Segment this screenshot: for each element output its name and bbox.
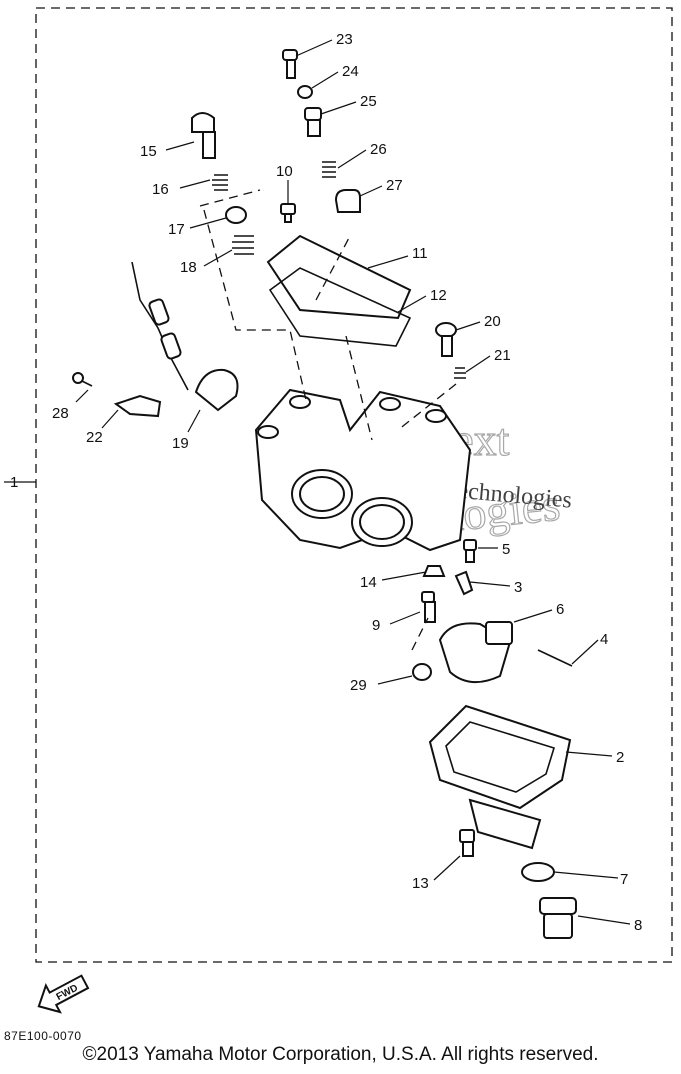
part-bracket-22 [113,394,162,418]
assembly-boundary [4,7,673,963]
callout-12: 12 [430,287,447,304]
callout-18: 18 [180,259,197,276]
callout-15: 15 [140,143,157,160]
part-collar-29 [412,663,432,681]
callout-5: 5 [502,541,510,558]
part-sensor-19 [131,261,239,412]
part-valve-3 [454,570,474,596]
part-screw-5 [463,539,477,563]
part-spring-21 [454,367,466,379]
callout-8: 8 [634,917,642,934]
callout-26: 26 [370,141,387,158]
callout-28: 28 [52,405,69,422]
part-screw-25 [304,107,322,137]
callout-20: 20 [484,313,501,330]
part-collar-17 [225,206,247,224]
callout-21: 21 [494,347,511,364]
callout-3: 3 [514,579,522,596]
callout-7: 7 [620,871,628,888]
callout-9: 9 [372,617,380,634]
part-screw-10 [280,203,296,223]
part-spring-26 [322,161,336,178]
part-cover-11 [266,234,412,320]
callout-16: 16 [152,181,169,198]
part-pin-4 [537,649,573,667]
callout-1: 1 [10,474,18,491]
callout-25: 25 [360,93,377,110]
part-washer-24 [297,85,313,99]
callout-13: 13 [412,875,429,892]
part-screw-28 [72,372,93,387]
callout-19: 19 [172,435,189,452]
leader-lines [75,39,631,925]
callout-6: 6 [556,601,564,618]
callout-10: 10 [276,163,293,180]
callout-27: 27 [386,177,403,194]
part-carburetor-body [254,388,472,552]
callout-2: 2 [616,749,624,766]
figure-code: 87E100-0070 [4,1029,82,1043]
callout-29: 29 [350,677,367,694]
part-screw-13 [459,829,475,857]
part-jet-9 [421,591,436,623]
callout-11: 11 [412,245,428,262]
callout-22: 22 [86,429,103,446]
callout-4: 4 [600,631,608,648]
part-drain-plug-8 [539,897,577,939]
part-cap-27 [334,189,361,213]
part-jet-14 [422,565,446,577]
part-bolt-23 [282,49,298,79]
fwd-arrow-icon: FWD [37,974,90,1014]
part-spring-18 [232,235,254,255]
part-float-6 [438,621,513,683]
part-screw-20 [435,322,457,357]
part-float-bowl-2 [428,704,572,850]
part-plunger-15 [191,112,216,159]
callout-14: 14 [360,574,377,591]
part-spring-16 [212,174,228,191]
callout-23: 23 [336,31,353,48]
part-oring-7 [521,862,555,882]
callout-labels: 1 2 3 4 5 6 7 8 9 10 11 12 13 14 15 16 1… [10,31,642,934]
part-gasket-12 [268,267,412,347]
callout-17: 17 [168,221,185,238]
copyright-notice: ©2013 Yamaha Motor Corporation, U.S.A. A… [82,1044,599,1065]
callout-24: 24 [342,63,359,80]
assembly-guide-lines [199,189,457,651]
